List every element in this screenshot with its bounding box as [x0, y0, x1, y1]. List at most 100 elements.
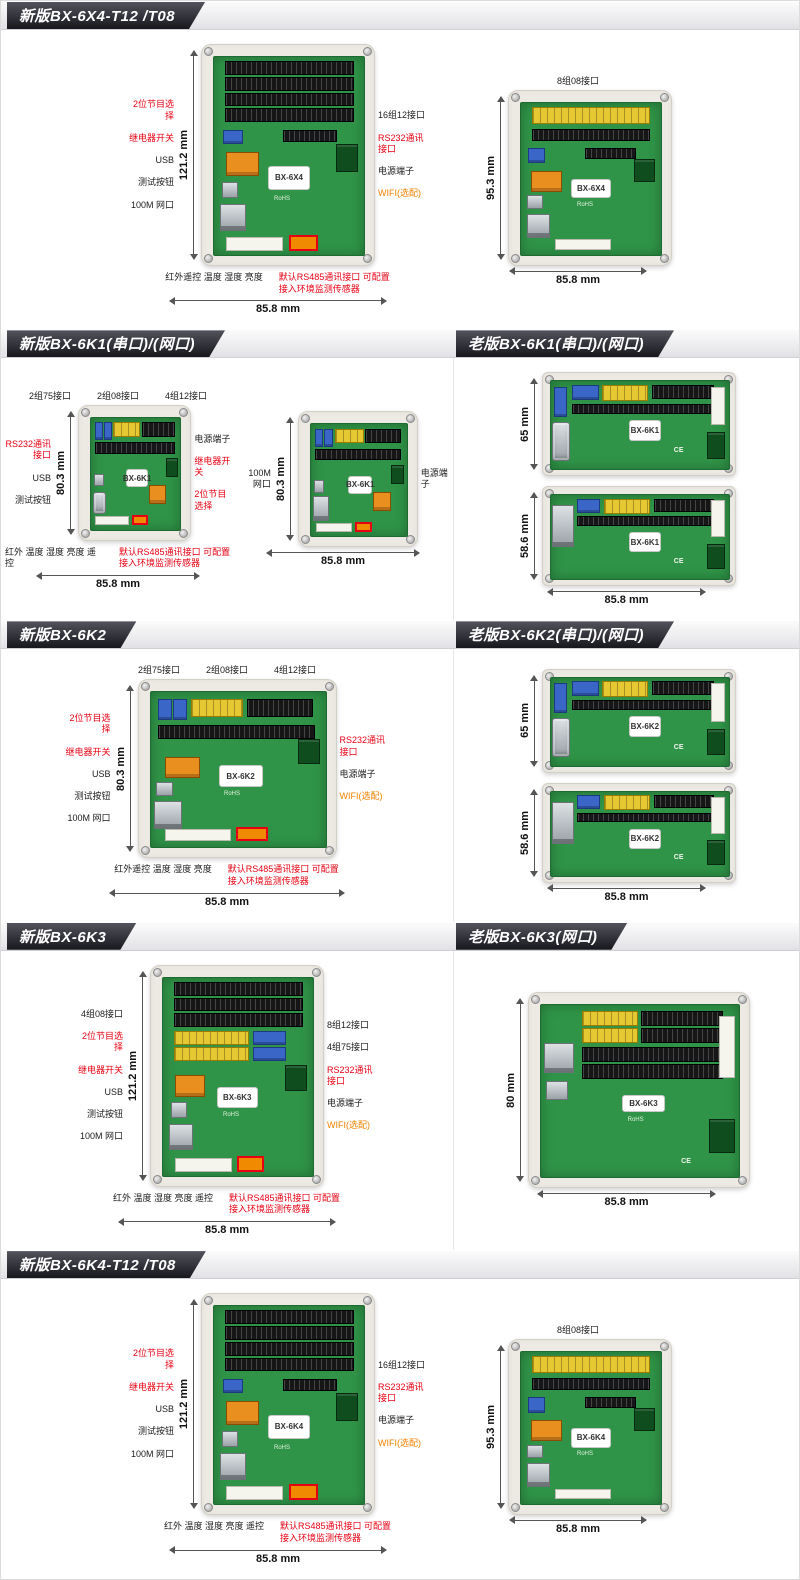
vertical-dimension: 58.6 mm [519, 787, 538, 879]
dimension-text: 85.8 mm [604, 1196, 649, 1209]
ethernet-port [220, 1452, 246, 1481]
yellow-idc-connector [532, 1356, 650, 1374]
yellow-idc-connector [602, 384, 649, 401]
power-terminal [284, 1064, 307, 1091]
screw [153, 967, 162, 977]
pin-header-connector [532, 1377, 650, 1390]
callout-label: RS232通讯接口 [5, 439, 51, 461]
screw [544, 785, 554, 795]
model-label: BX-6K1 [628, 420, 661, 442]
pin-header-connector [641, 1010, 723, 1027]
white-connector [164, 828, 231, 842]
section-header-strip: 新版BX-6K1(串口)/(网口) 老版BX-6K1(串口)/(网口) [1, 329, 799, 359]
screw [544, 375, 554, 385]
screw [179, 528, 189, 538]
vertical-dimension: 80.3 mm [55, 409, 75, 537]
board-tray: BX-6K1 [78, 404, 192, 541]
pin-header-connector [224, 60, 354, 75]
section-title: 老版BX-6K1(串口)/(网口) [468, 336, 644, 354]
top-labels: 8组08接口 [557, 74, 599, 87]
board-tray: BX-6K1 [297, 411, 418, 548]
white-connector [710, 386, 725, 426]
pcb-board: BX-6K1 [309, 423, 408, 538]
bottom-notes: 红外 温度 湿度 亮度 遥控默认RS485通讯接口 可配置接入环境监测传感器 [113, 1193, 341, 1216]
model-text: BX-6K4 [576, 1433, 606, 1443]
callout-label: USB [155, 1404, 174, 1415]
note-label: 默认RS485通讯接口 可配置接入环境监测传感器 [280, 1521, 392, 1543]
pin-header-connector [94, 442, 175, 454]
yellow-idc-connector [173, 1047, 249, 1061]
callout-label: 2组75接口 [137, 665, 180, 676]
section-title: 老版BX-6K3(网口) [468, 928, 598, 946]
pin-header-connector [141, 422, 175, 437]
vertical-dimension: 121.2 mm [127, 969, 147, 1183]
note-label: 默认RS485通讯接口 可配置接入环境监测传感器 [227, 864, 339, 887]
screw [511, 92, 520, 102]
callout-label: 4组12接口 [274, 665, 317, 676]
white-connector [315, 522, 353, 532]
pin-header-connector [571, 700, 715, 711]
dimension-text: 85.8 mm [555, 273, 601, 286]
callout-label: 2位节目选择 [69, 713, 111, 735]
power-terminal [707, 840, 725, 866]
screw [300, 414, 310, 424]
dimension-line [496, 95, 505, 260]
callout-label: 电源端子 [339, 768, 376, 779]
model-text: BX-6K4 [274, 1422, 304, 1432]
rohs-mark: RoHS [223, 1112, 240, 1119]
callout-label: WIFI(选配) [378, 1437, 421, 1448]
ethernet-port [552, 801, 574, 844]
pin-header-connector [173, 981, 303, 996]
screw [363, 1503, 372, 1513]
screw [81, 407, 90, 417]
pin-header-connector [653, 794, 715, 809]
dimension-line [35, 571, 201, 580]
pin-header-connector [582, 1063, 723, 1080]
section-title-banner: 老版BX-6K1(串口)/(网口) [456, 330, 674, 357]
dimension-text: 121.2 mm [178, 1379, 190, 1430]
pin-header-connector [577, 516, 715, 526]
dimension-line [547, 587, 706, 596]
horizontal-dimension: 85.8 mm [237, 548, 449, 567]
yellow-idc-connector [582, 1010, 638, 1027]
screw [511, 1341, 520, 1351]
screw [324, 682, 334, 692]
white-connector [175, 1157, 232, 1172]
section-header-strip: 新版BX-6K4-T12 /T08 [1, 1250, 799, 1280]
callout-label: 100M 网口 [67, 813, 111, 824]
pin-header-connector [641, 1027, 723, 1044]
note-label: 红外 温度 湿度 亮度 遥控 [163, 1521, 264, 1532]
blue-terminal-block [94, 422, 103, 441]
pin-header-connector [283, 1379, 337, 1392]
blue-terminal-block [554, 682, 567, 713]
usb-port [93, 473, 104, 486]
section-title: 新版BX-6X4-T12 /T08 [19, 8, 176, 25]
note-label: 红外 温度 湿度 亮度 遥控 [5, 546, 97, 569]
dimension-line [109, 889, 345, 898]
callout-label: 8组08接口 [556, 1324, 600, 1335]
dimension-text: 85.8 mm [204, 895, 250, 908]
dimension-text: 65 mm [518, 703, 531, 738]
section-title: 新版BX-6K1(串口)/(网口) [19, 336, 195, 354]
screw [660, 92, 669, 102]
pin-header-connector [582, 1046, 723, 1063]
vertical-dimension: 65 mm [519, 673, 538, 769]
left-labels: 100M 网口 [237, 468, 271, 491]
